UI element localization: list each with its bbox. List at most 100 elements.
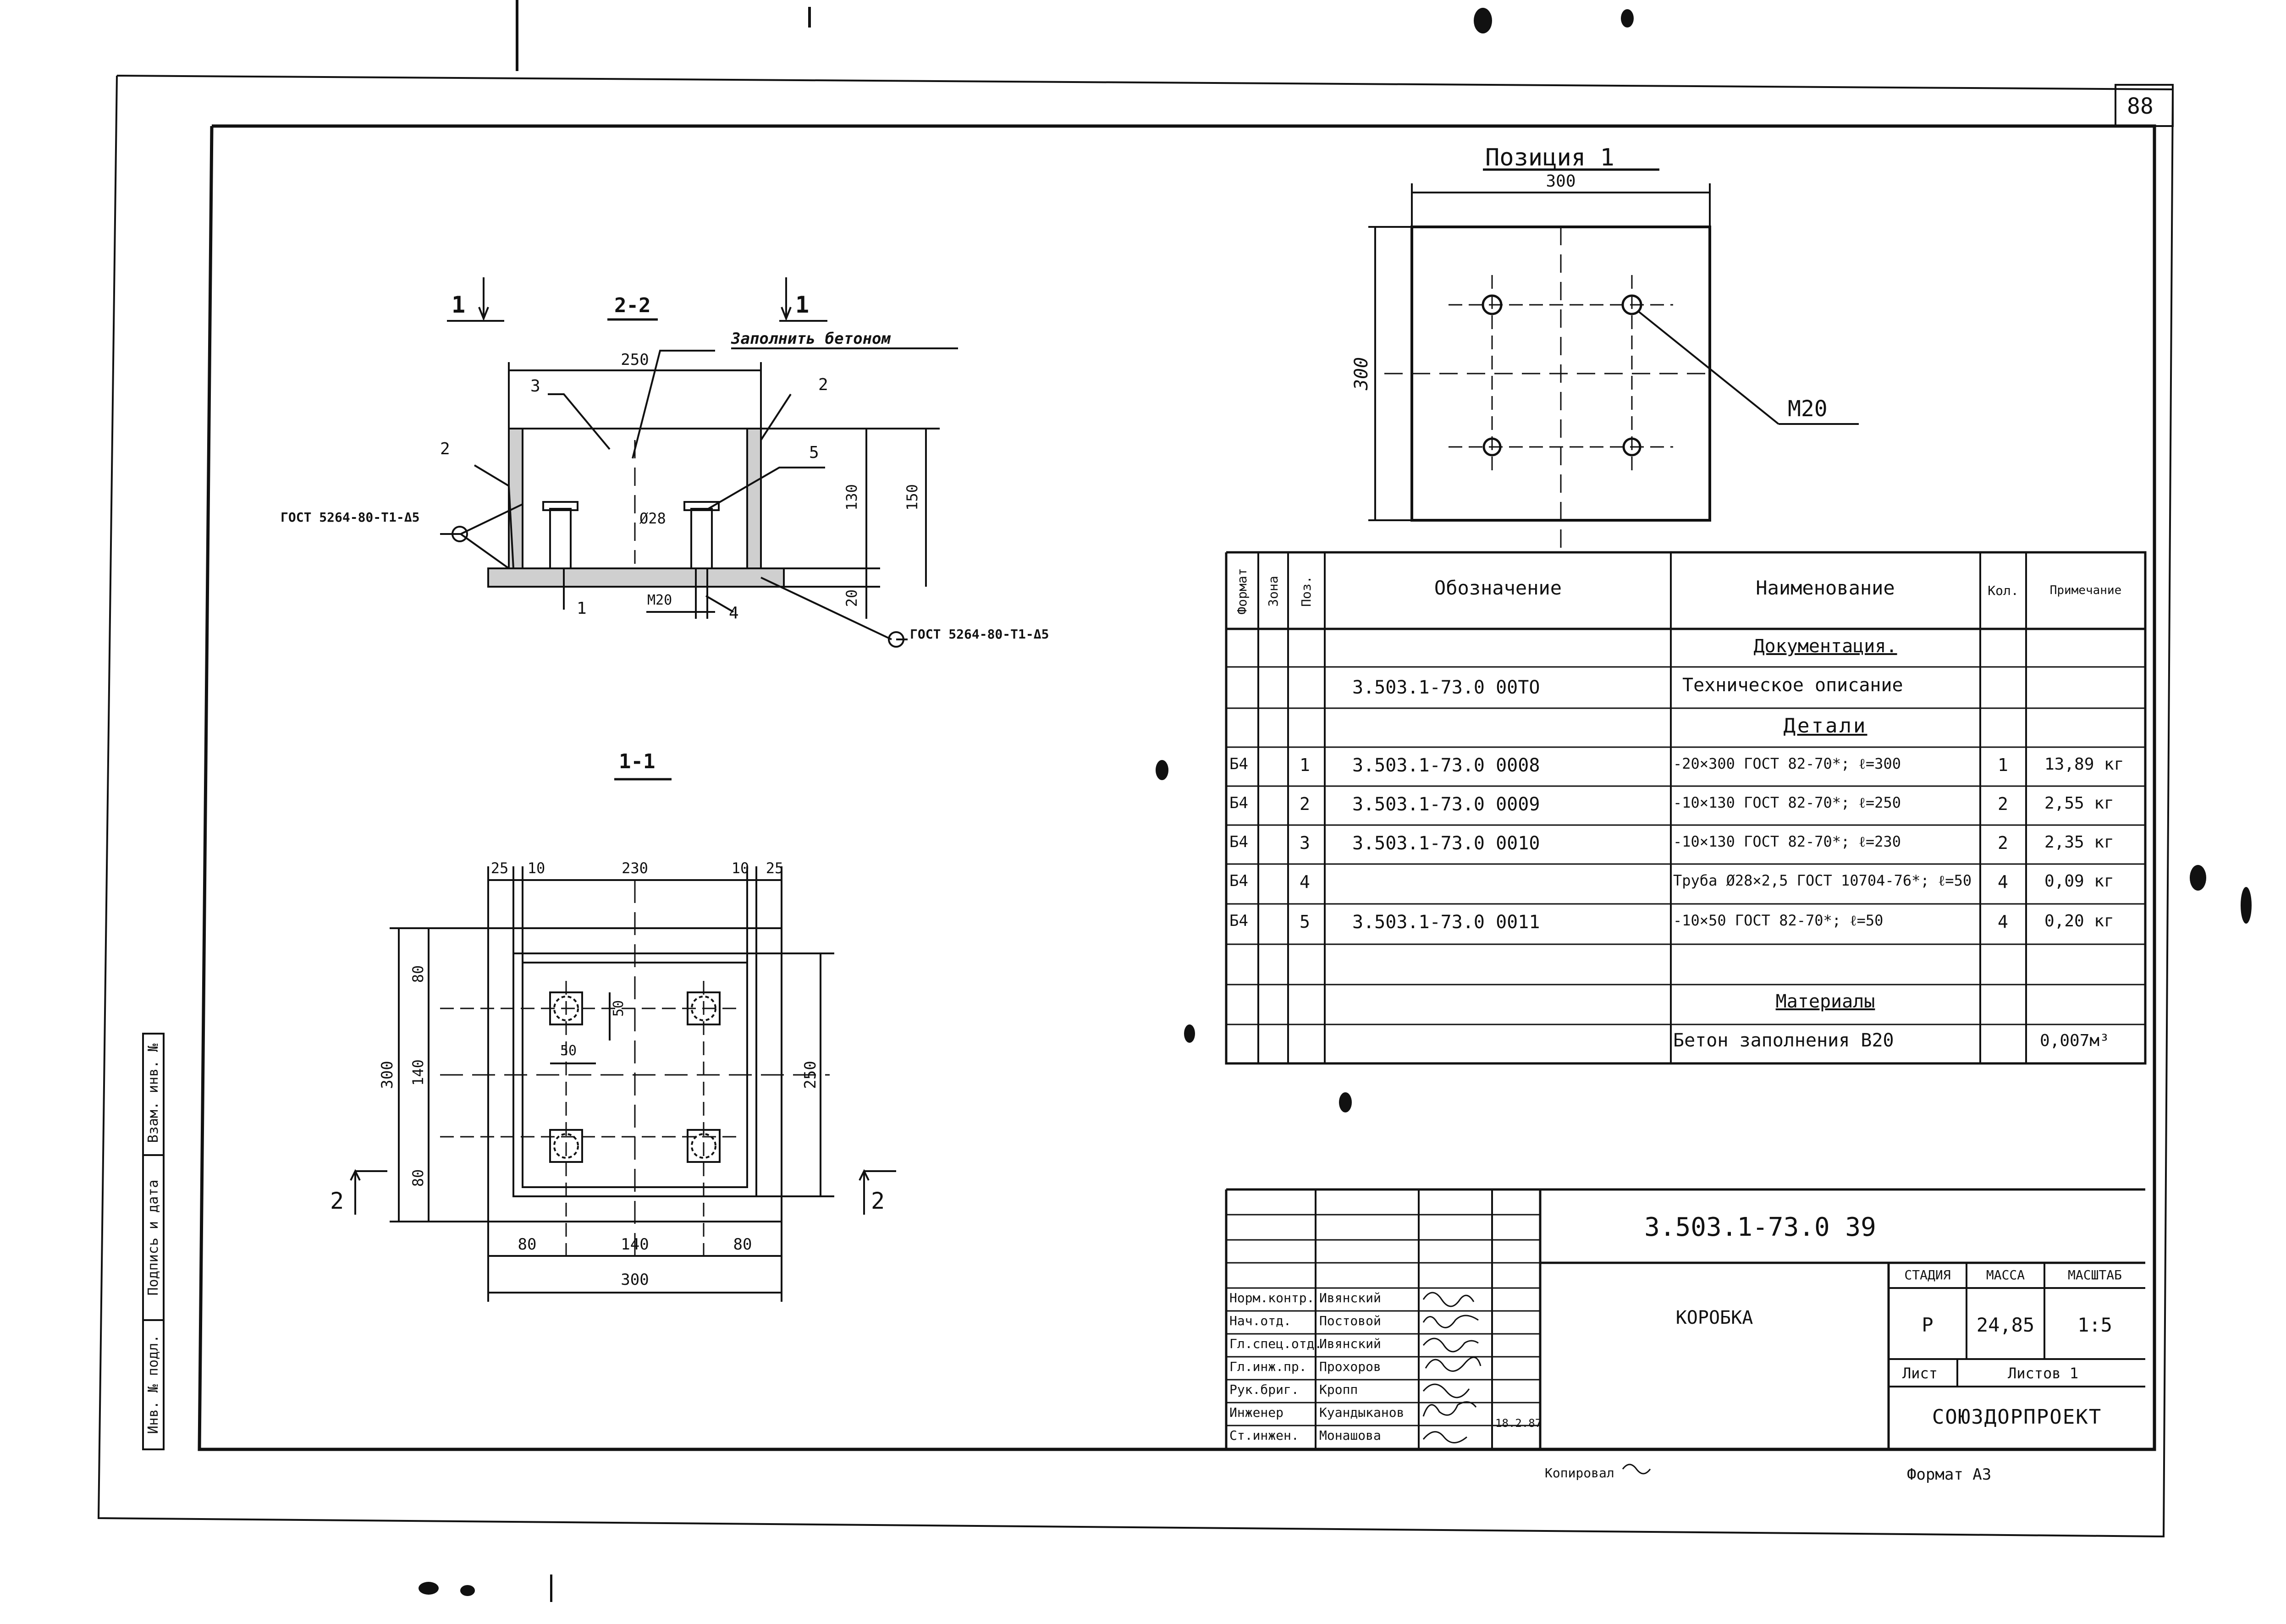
mass-label: МАССА <box>1986 1267 2025 1283</box>
section-1-1-dim-left-3: 80 <box>409 1169 427 1187</box>
spec-doc-designation: 3.503.1-73.0 00ТО <box>1352 677 1540 698</box>
section-2-2-title: 2-2 <box>614 294 651 317</box>
cut-1-right-label: 1 <box>795 292 810 318</box>
spec-part-5-format: Б4 <box>1229 912 1248 930</box>
cut-1-left-label: 1 <box>452 292 466 318</box>
spec-section-parts: Детали <box>1783 714 1867 738</box>
spec-part-5-note: 0,20 кг <box>2044 912 2114 930</box>
spec-part-3-format: Б4 <box>1229 833 1248 851</box>
spec-header-zone: Зона <box>1266 576 1281 607</box>
cut-2-left-label: 2 <box>330 1188 344 1214</box>
section-2-2-drawing <box>440 277 958 648</box>
spec-section-docs: Документация. <box>1753 636 1897 657</box>
side-stamp-signature-date: Подпись и дата <box>145 1179 161 1296</box>
signature-name-4: Прохоров <box>1319 1359 1381 1374</box>
concrete-fill-note: Заполнить бетоном <box>731 330 891 348</box>
signature-role-2: Нач.отд. <box>1229 1313 1291 1328</box>
signature-name-2: Постовой <box>1319 1313 1381 1328</box>
spec-part-1-name: -20×300 ГОСТ 82-70*; ℓ=300 <box>1673 755 1901 772</box>
signature-role-3: Гл.спец.отд. <box>1229 1336 1322 1351</box>
cut-2-right-label: 2 <box>871 1188 885 1214</box>
signature-date: 18.2.87 <box>1495 1417 1542 1430</box>
signature-scribbles <box>1422 1292 1651 1475</box>
position-1-bolt: М20 <box>1788 396 1828 422</box>
position-1-title: Позиция 1 <box>1485 144 1614 171</box>
section-2-2-dim-plate: 20 <box>843 589 860 607</box>
section-1-1-dim-top-3: 230 <box>622 859 648 877</box>
spec-section-materials: Материалы <box>1775 991 1875 1012</box>
spec-part-1-qty: 1 <box>1998 755 2008 775</box>
spec-table-lines <box>1225 551 2147 1065</box>
sheet-label: Лист <box>1902 1365 1938 1382</box>
spec-material-note: 0,007м³ <box>2040 1031 2110 1050</box>
section-1-1-dim-left-2: 140 <box>409 1059 427 1086</box>
spec-header-format: Формат <box>1234 568 1250 615</box>
spec-part-4-qty: 4 <box>1998 872 2008 892</box>
section-1-1-dim-top-1: 25 <box>490 859 509 877</box>
section-1-1-dim-bottom-3: 80 <box>733 1235 752 1254</box>
copied-label: Копировал <box>1545 1465 1614 1481</box>
section-1-1-dim-total: 300 <box>621 1271 649 1289</box>
section-2-2-pos-1: 1 <box>577 599 587 618</box>
signature-name-6: Куандыканов <box>1319 1405 1405 1420</box>
format-label: Формат А3 <box>1907 1465 1992 1484</box>
spec-part-2-note: 2,55 кг <box>2044 794 2114 813</box>
section-2-2-pos-2-right: 2 <box>818 375 828 394</box>
drawing-frame <box>198 124 2156 1451</box>
section-2-2-dim-total-height: 150 <box>903 484 921 511</box>
section-1-1-dim-left-1: 80 <box>409 965 427 983</box>
spec-part-2-pos: 2 <box>1300 794 1310 814</box>
section-1-1-title: 1-1 <box>619 750 656 773</box>
title-block-lines <box>1225 1188 2145 1449</box>
weld-note-right: ГОСТ 5264-80-Т1-Δ5 <box>910 627 1049 642</box>
spec-header-pos: Поз. <box>1299 576 1314 607</box>
spec-part-3-qty: 2 <box>1998 833 2008 853</box>
signature-name-3: Ивянский <box>1319 1336 1381 1351</box>
position-1-dim-height: 300 <box>1351 357 1372 391</box>
section-1-1-dim-top-2: 10 <box>527 859 545 877</box>
section-1-1-dim-hole-h: 50 <box>560 1043 577 1059</box>
section-2-2-pos-5: 5 <box>809 443 819 462</box>
spec-header-qty: Кол. <box>1988 583 2019 598</box>
spec-part-4-note: 0,09 кг <box>2044 872 2114 891</box>
section-2-2-diameter: Ø28 <box>639 510 666 527</box>
spec-header-designation: Обозначение <box>1434 577 1562 599</box>
section-1-1-dim-bottom-2: 140 <box>621 1235 649 1254</box>
sheet-outer-edge <box>97 75 2174 1538</box>
signature-name-1: Ивянский <box>1319 1290 1381 1305</box>
section-1-1-dim-left-total: 300 <box>378 1061 397 1089</box>
section-1-1-dim-top-5: 25 <box>766 859 784 877</box>
spec-part-3-note: 2,35 кг <box>2044 833 2114 852</box>
signature-name-7: Монашова <box>1319 1428 1381 1443</box>
spec-part-4-format: Б4 <box>1229 872 1248 890</box>
sheets-count: Листов 1 <box>2008 1365 2079 1382</box>
stage-label: СТАДИЯ <box>1904 1267 1951 1283</box>
signature-role-1: Норм.контр. <box>1229 1290 1315 1305</box>
section-2-2-dim-inner-height: 130 <box>843 484 860 511</box>
spec-part-4-name: Труба Ø28×2,5 ГОСТ 10704-76*; ℓ=50 <box>1673 872 1972 889</box>
spec-part-1-note: 13,89 кг <box>2044 755 2124 774</box>
mass-value: 24,85 <box>1976 1314 2035 1336</box>
side-stamp-lines <box>142 1033 165 1450</box>
side-stamp-inv-original: Инв. № подл. <box>145 1334 161 1434</box>
section-1-1-drawing <box>350 778 896 1302</box>
spec-part-2-name: -10×130 ГОСТ 82-70*; ℓ=250 <box>1673 794 1901 811</box>
signature-name-5: Кропп <box>1319 1382 1358 1397</box>
page-number: 88 <box>2127 94 2154 119</box>
spec-part-2-qty: 2 <box>1998 794 2008 814</box>
signature-role-7: Ст.инжен. <box>1229 1428 1299 1443</box>
section-1-1-dim-top-4: 10 <box>731 859 749 877</box>
spec-material-name: Бетон заполнения В20 <box>1673 1030 1894 1051</box>
signature-role-4: Гл.инж.пр. <box>1229 1359 1307 1374</box>
spec-part-3-designation: 3.503.1-73.0 0010 <box>1352 833 1540 854</box>
position-1-drawing <box>1368 168 1859 548</box>
spec-part-2-designation: 3.503.1-73.0 0009 <box>1352 794 1540 815</box>
section-2-2-pos-3: 3 <box>530 377 540 396</box>
spec-header-note: Примечание <box>2049 584 2122 597</box>
spec-part-5-designation: 3.503.1-73.0 0011 <box>1352 912 1540 933</box>
spec-doc-name: Техническое описание <box>1682 675 1903 696</box>
organization-name: СОЮЗДОРПРОЕКТ <box>1932 1405 2102 1429</box>
section-1-1-dim-right: 250 <box>801 1061 820 1089</box>
section-2-2-pos-4: 4 <box>729 604 739 622</box>
